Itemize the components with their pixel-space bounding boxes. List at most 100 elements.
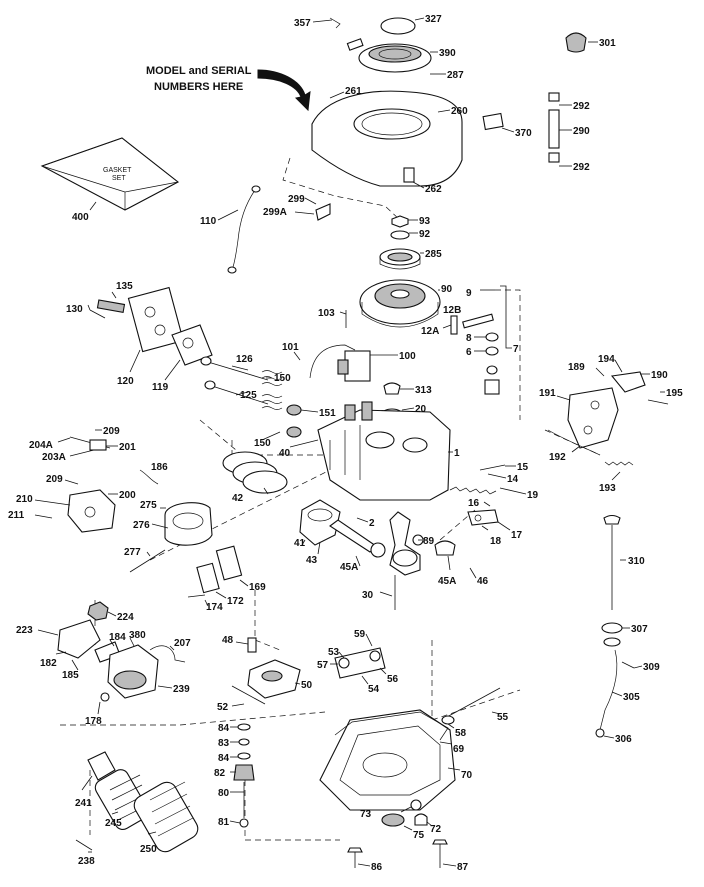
part-label: 172 [227,596,244,607]
part-label: 7 [513,344,519,355]
part-185-intake [57,619,101,659]
part-label: 48 [222,635,234,646]
part-label: 46 [477,576,489,587]
part-label: 17 [511,530,523,541]
part-52-shaft [231,685,266,705]
part-6-ring [485,346,499,356]
part-label: 189 [568,362,585,373]
part-label: 380 [129,630,146,641]
part-73-plug [410,799,422,811]
part-shapes [34,17,669,868]
part-241-bracket [87,751,116,781]
part-label: 130 [66,304,83,315]
part-245-filter [94,769,149,831]
part-label: 20 [415,404,427,415]
part-12b-flywheel-key [462,313,494,329]
part-191-throttle-bracket [567,387,619,449]
part-label: 209 [46,474,63,485]
part-400-gasket-set [40,137,180,211]
part-label: 59 [354,629,366,640]
part-label: 184 [109,632,126,643]
part-193-spring [604,461,634,466]
part-label: 6 [466,347,472,358]
part-172-gasket [196,562,220,594]
part-70-sump-base [319,709,456,811]
part-101-lead [309,344,356,379]
part-238-screw [75,839,93,851]
part-label: 69 [453,744,465,755]
part-label: 299 [288,194,305,205]
part-label: 89 [423,536,435,547]
part-label: 276 [133,520,150,531]
part-label: 45A [438,576,456,587]
part-223-screw [37,629,59,636]
part-93-nut [391,215,409,228]
part-277-screw [129,549,166,573]
part-174-screw [187,594,206,598]
part-label: 73 [360,809,372,820]
part-label: 305 [623,692,640,703]
part-label: 261 [345,86,362,97]
part-150-valve-springs [261,370,283,410]
part-label: 287 [447,70,464,81]
part-313-cap [383,382,401,395]
part-label: 194 [598,354,615,365]
part-label: 327 [425,14,442,25]
part-82-gear [233,764,255,781]
part-label: 307 [631,624,648,635]
part-126-valve [207,361,269,381]
part-label: 174 [206,602,223,613]
part-label: 224 [117,612,134,623]
part-130-screw [89,309,106,319]
part-label: 400 [72,212,89,223]
part-45a-cap [434,540,456,556]
part-83-spacer [238,738,250,746]
gasket-set-line-2: SET [112,175,126,182]
part-label: 53 [328,647,340,658]
part-label: 41 [294,538,306,549]
part-label: 245 [105,818,122,829]
model-serial-callout: MODEL and SERIAL NUMBERS HERE [146,65,311,112]
part-92-washer [390,230,410,240]
part-1-cylinder-block [317,409,451,501]
part-81-washer [239,818,249,828]
part-195-screw [647,399,669,405]
gasket-set-line-1: GASKET [103,167,132,174]
part-label: 86 [371,862,383,873]
part-label: 209 [103,426,120,437]
part-label: 87 [457,862,469,873]
part-label: 56 [387,674,399,685]
part-58-plug [441,715,455,725]
part-label: 239 [173,684,190,695]
part-label: 260 [451,106,468,117]
part-211-screw [34,514,53,519]
part-label: 80 [218,788,230,799]
part-label: 54 [368,684,380,695]
part-label: 135 [116,281,133,292]
part-310-dipstick [603,514,621,525]
part-label: 8 [466,333,472,344]
part-label: 357 [294,18,311,29]
part-label: 42 [232,493,244,504]
part-label: 100 [399,351,416,362]
part-275-muffler [164,502,213,546]
part-label: 275 [140,500,157,511]
part-309-clip [621,661,635,669]
part-label: 250 [140,844,157,855]
part-label: 16 [468,498,480,509]
part-label: 12A [421,326,439,337]
part-119-head-gasket [171,324,213,366]
part-label: 84 [218,753,230,764]
part-label: 241 [75,798,92,809]
part-label: 92 [419,229,431,240]
part-8-ring [485,332,499,342]
part-label: 204A [29,440,53,451]
part-label: 238 [78,856,95,867]
part-label: 290 [573,126,590,137]
part-label: 9 [466,288,472,299]
part-label: 313 [415,385,432,396]
part-label: 223 [16,625,33,636]
part-14-spring [449,486,497,495]
part-label: 285 [425,249,442,260]
gasket-set-label: GASKET SET [103,167,132,182]
